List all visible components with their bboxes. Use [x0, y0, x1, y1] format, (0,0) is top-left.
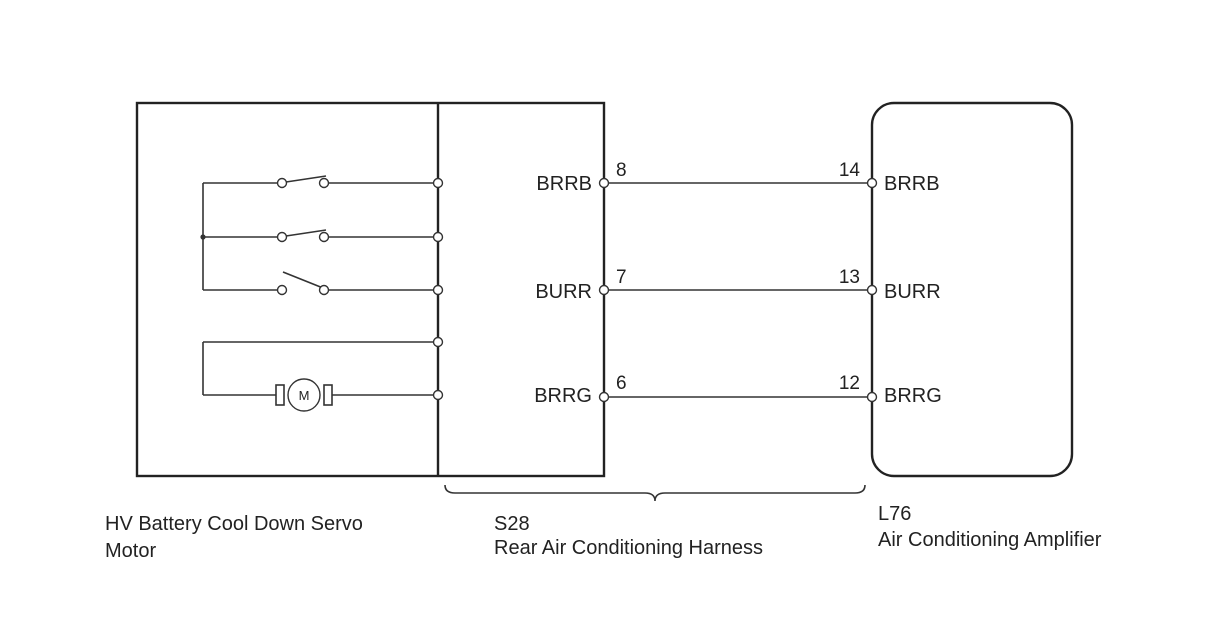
servo-motor-caption-line2: Motor — [105, 540, 156, 562]
harness-name: Rear Air Conditioning Harness — [494, 537, 763, 559]
motor-brush-right — [323, 384, 333, 406]
harness-pin-number-7: 7 — [616, 267, 627, 288]
harness-terminal-7 — [598, 284, 610, 296]
harness-brace — [444, 484, 866, 502]
motor-symbol: M — [299, 388, 310, 403]
servo-terminals — [432, 177, 444, 401]
motor-brush-left — [275, 384, 285, 406]
motor-circuit: M — [202, 341, 433, 412]
amplifier-pin-number-12: 12 — [839, 373, 860, 394]
motor-icon — [287, 378, 321, 412]
amplifier-terminal-13 — [866, 284, 878, 296]
harness-pin-label-brrb: BRRB — [536, 173, 592, 195]
servo-motor-caption-line1: HV Battery Cool Down Servo — [105, 513, 363, 535]
harness-pin-label-burr: BURR — [535, 281, 592, 303]
harness-pin-number-8: 8 — [616, 160, 627, 181]
amplifier-pin-label-brrb: BRRB — [884, 173, 940, 195]
amplifier-pin-label-brrg: BRRG — [884, 385, 942, 407]
amplifier-terminal-14 — [866, 177, 878, 189]
harness-pin-label-brrg: BRRG — [534, 385, 592, 407]
amplifier-pin-number-14: 14 — [839, 160, 861, 181]
switch-circuit — [200, 175, 433, 296]
amplifier-pin-number-13: 13 — [839, 267, 860, 288]
amplifier-code: L76 — [878, 503, 911, 525]
harness-terminal-8 — [598, 177, 610, 189]
amplifier-pin-label-burr: BURR — [884, 281, 941, 303]
harness-pin-number-6: 6 — [616, 373, 627, 394]
amplifier-terminal-12 — [866, 391, 878, 403]
harness-code: S28 — [494, 513, 530, 535]
amplifier-name: Air Conditioning Amplifier — [878, 529, 1102, 551]
harness-terminal-6 — [598, 391, 610, 403]
